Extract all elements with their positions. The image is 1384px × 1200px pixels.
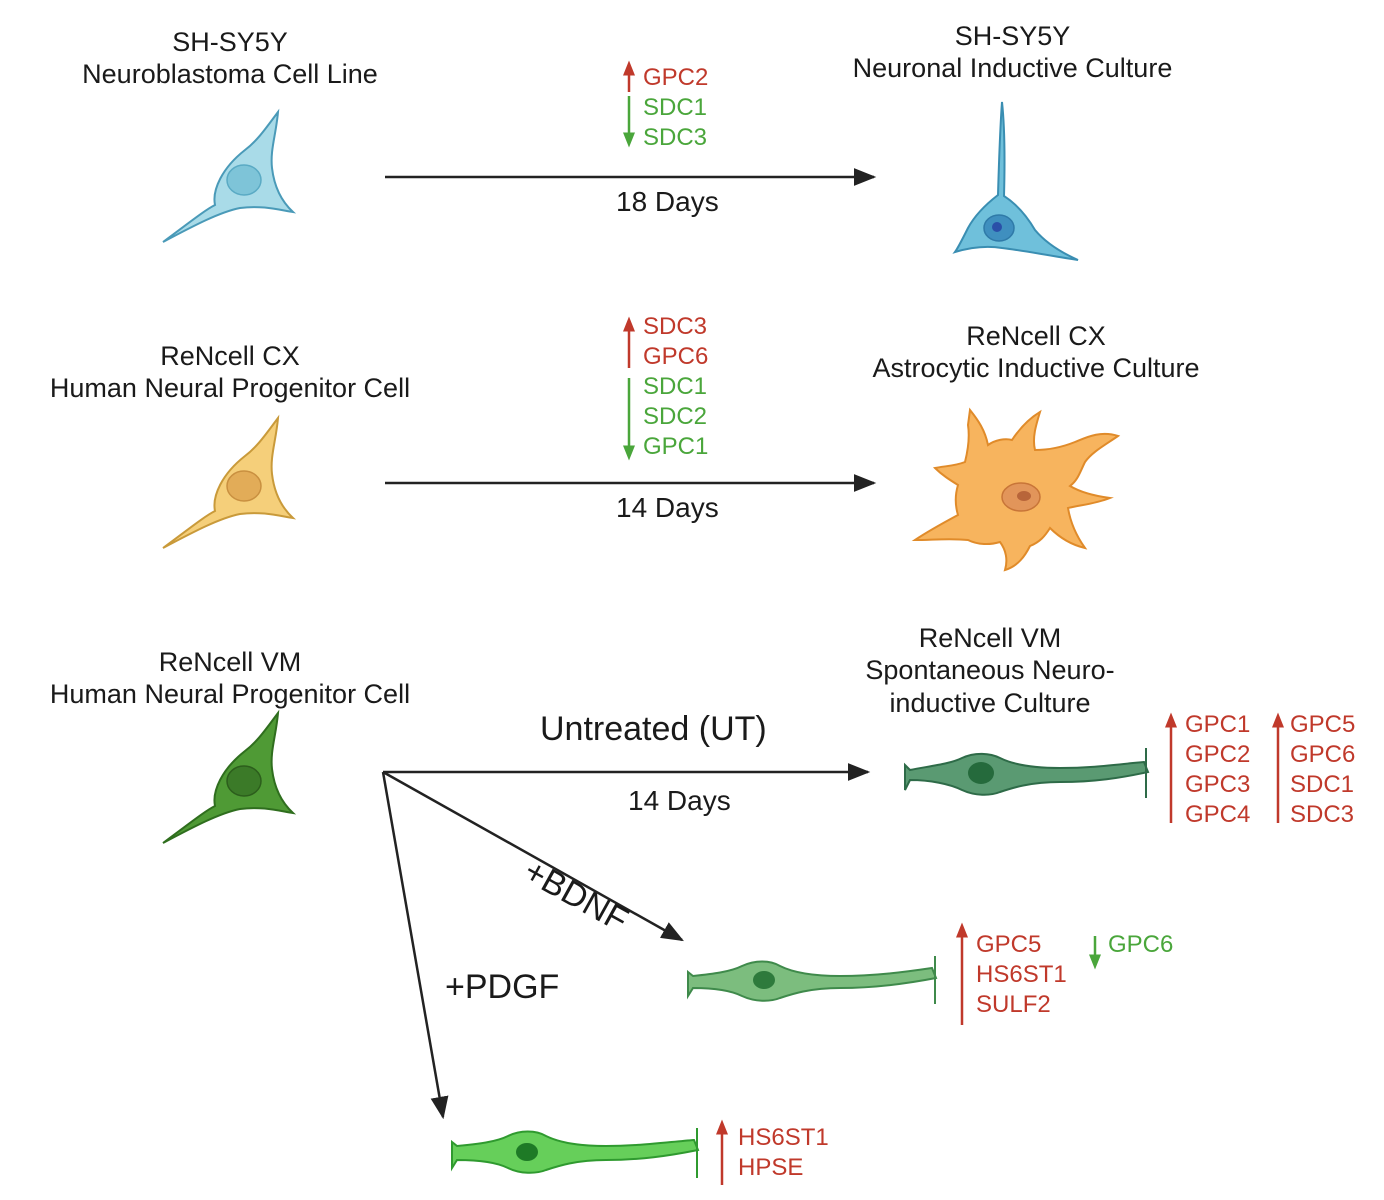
gene-label: GPC2	[643, 64, 709, 91]
bdnf-cell-icon	[687, 956, 938, 1004]
gene-label: SDC1	[1290, 771, 1355, 798]
progenitor-cx-cell-icon	[162, 414, 297, 549]
gene-label: GPC1	[643, 433, 709, 460]
row3-source-title: ReNcell VM Human Neural Progenitor Cell	[20, 646, 440, 711]
row2-target-title-line1: ReNcell CX	[966, 321, 1106, 351]
bdnf-up-genes: GPC5 HS6ST1 SULF2	[976, 930, 1067, 1020]
bdnf-down-genes: GPC6	[1108, 930, 1173, 960]
row2-duration: 14 Days	[616, 492, 719, 523]
row3-source-title-line1: ReNcell VM	[158, 647, 302, 677]
pdgf-up-genes: HS6ST1 HPSE	[738, 1123, 829, 1183]
row2-source-title-line2: Human Neural Progenitor Cell	[49, 373, 411, 404]
gene-label: SDC3	[1290, 801, 1355, 828]
row1-target-title-line2: Neuronal Inductive Culture	[852, 53, 1173, 84]
row3-duration: 14 Days	[628, 785, 731, 816]
gene-label: SDC3	[643, 124, 708, 151]
row3-target-title-line3: inductive Culture	[889, 687, 1091, 718]
progenitor-vm-cell-icon	[162, 709, 297, 844]
bdnf-process-arrow	[382, 770, 684, 942]
row3-target-title: ReNcell VM Spontaneous Neuro- inductive …	[830, 622, 1150, 719]
row1-down-genes: SDC1 SDC3	[643, 93, 707, 153]
untreated-label: Untreated (UT)	[540, 710, 767, 748]
gene-label: HS6ST1	[738, 1124, 829, 1151]
row1-up-genes: GPC2	[643, 63, 708, 93]
neuronal-cell-icon	[952, 101, 1079, 261]
row2-down-genes: SDC1 SDC2 GPC1	[643, 372, 708, 462]
gene-label: GPC3	[1185, 771, 1251, 798]
row3-target-title-line1: ReNcell VM	[918, 623, 1062, 653]
pdgf-process-arrow	[381, 771, 449, 1120]
gene-label: SDC1	[643, 373, 708, 400]
row2-source-title-line1: ReNcell CX	[160, 341, 300, 371]
gene-label: HPSE	[738, 1154, 804, 1181]
gene-label: GPC6	[1290, 741, 1356, 768]
gene-label: SDC1	[643, 94, 708, 121]
gene-label: SDC3	[643, 313, 708, 340]
ut-up-genes-col2: GPC5 GPC6 SDC1 SDC3	[1290, 710, 1355, 830]
untreated-cell-icon	[904, 748, 1150, 798]
gene-label: GPC4	[1185, 801, 1251, 828]
gene-label: GPC6	[1108, 931, 1174, 958]
row2-source-title: ReNcell CX Human Neural Progenitor Cell	[20, 340, 440, 405]
row1-target-title: SH-SY5Y Neuronal Inductive Culture	[810, 20, 1215, 85]
gene-label: GPC1	[1185, 711, 1251, 738]
gene-label: SDC2	[643, 403, 708, 430]
astrocyte-cell-icon	[911, 407, 1121, 572]
gene-label: SULF2	[976, 991, 1051, 1018]
gene-label: GPC5	[976, 931, 1042, 958]
row2-target-title-line2: Astrocytic Inductive Culture	[872, 353, 1200, 384]
neuroblastoma-cell-icon	[162, 108, 297, 243]
row1-duration: 18 Days	[616, 186, 719, 217]
ut-up-genes-col1: GPC1 GPC2 GPC3 GPC4	[1185, 710, 1250, 830]
row3-target-title-line2: Spontaneous Neuro-	[865, 655, 1115, 686]
gene-label: HS6ST1	[976, 961, 1067, 988]
row1-target-title-line1: SH-SY5Y	[954, 21, 1071, 51]
row2-target-title: ReNcell CX Astrocytic Inductive Culture	[826, 320, 1246, 385]
row3-source-title-line2: Human Neural Progenitor Cell	[49, 679, 411, 710]
gene-label: GPC2	[1185, 741, 1251, 768]
pdgf-cell-icon	[451, 1128, 700, 1178]
row2-up-genes: SDC3 GPC6	[643, 312, 708, 372]
row1-source-title: SH-SY5Y Neuroblastoma Cell Line	[40, 26, 420, 91]
pdgf-label: +PDGF	[445, 968, 560, 1006]
gene-label: GPC6	[643, 343, 709, 370]
row1-source-title-line1: SH-SY5Y	[172, 27, 288, 57]
gene-label: GPC5	[1290, 711, 1356, 738]
row1-source-title-line2: Neuroblastoma Cell Line	[82, 59, 378, 90]
